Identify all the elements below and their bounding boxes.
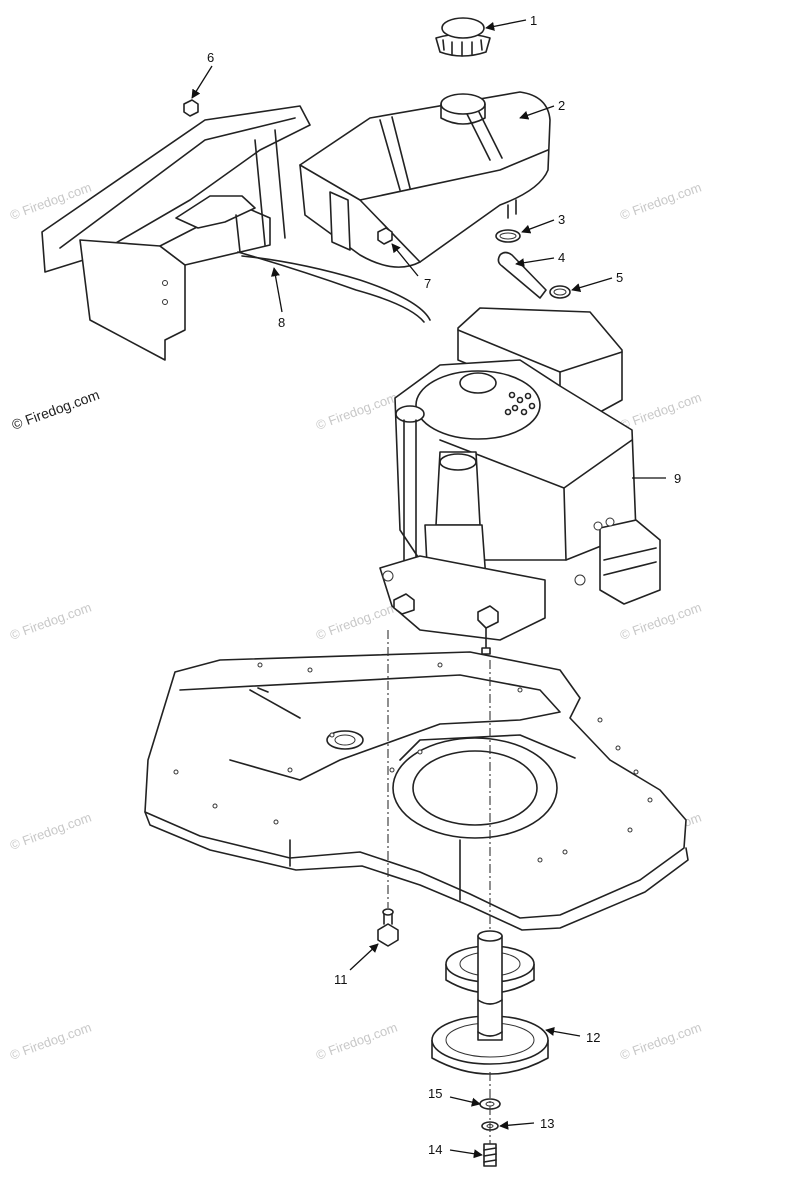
leaders [191, 19, 666, 1159]
callout-1: 1 [530, 13, 537, 28]
fuel-cap [435, 17, 491, 57]
mower-deck [144, 651, 689, 931]
watermark: © Firedog.com [8, 599, 93, 642]
callout-3: 3 [558, 212, 565, 227]
bolt-14 [483, 1143, 497, 1167]
callout-8: 8 [278, 315, 285, 330]
watermark: © Firedog.com [618, 389, 703, 432]
fuel-tank [299, 91, 551, 268]
callout-6: 6 [207, 50, 214, 65]
watermark: © Firedog.com [314, 599, 399, 642]
bolt-11 [377, 908, 399, 947]
watermark: © Firedog.com [618, 1019, 703, 1062]
callout-9: 9 [674, 471, 681, 486]
watermark: © Firedog.com [8, 809, 93, 852]
pulley-assembly [431, 930, 549, 1075]
watermark: © Firedog.com [8, 1019, 93, 1062]
callout-labels: 1 2 3 4 5 6 7 8 9 11 12 13 14 15 [207, 13, 681, 1157]
callout-14: 14 [428, 1142, 442, 1157]
callout-4: 4 [558, 250, 565, 265]
callout-7: 7 [424, 276, 431, 291]
throttle-cable [175, 195, 431, 323]
watermark: © Firedog.com [314, 389, 399, 432]
callout-2: 2 [558, 98, 565, 113]
hose-clamp-3 [495, 229, 521, 243]
alignment-lines [387, 630, 491, 1144]
watermark: © Firedog.com [314, 1019, 399, 1062]
watermark: © Firedog.com [618, 599, 703, 642]
watermark: © Firedog.com [618, 179, 703, 222]
hose-clamp-5 [549, 285, 571, 299]
callout-15: 15 [428, 1086, 442, 1101]
engine [379, 307, 661, 655]
callout-12: 12 [586, 1030, 600, 1045]
screw-7 [377, 227, 393, 245]
callout-11: 11 [334, 972, 348, 987]
fuel-line-4 [497, 251, 547, 299]
copyright-watermark: © Firedog.com [10, 386, 102, 433]
callout-5: 5 [616, 270, 623, 285]
dash-panel [41, 105, 351, 361]
callout-13: 13 [540, 1116, 554, 1131]
screw-6 [183, 99, 199, 117]
